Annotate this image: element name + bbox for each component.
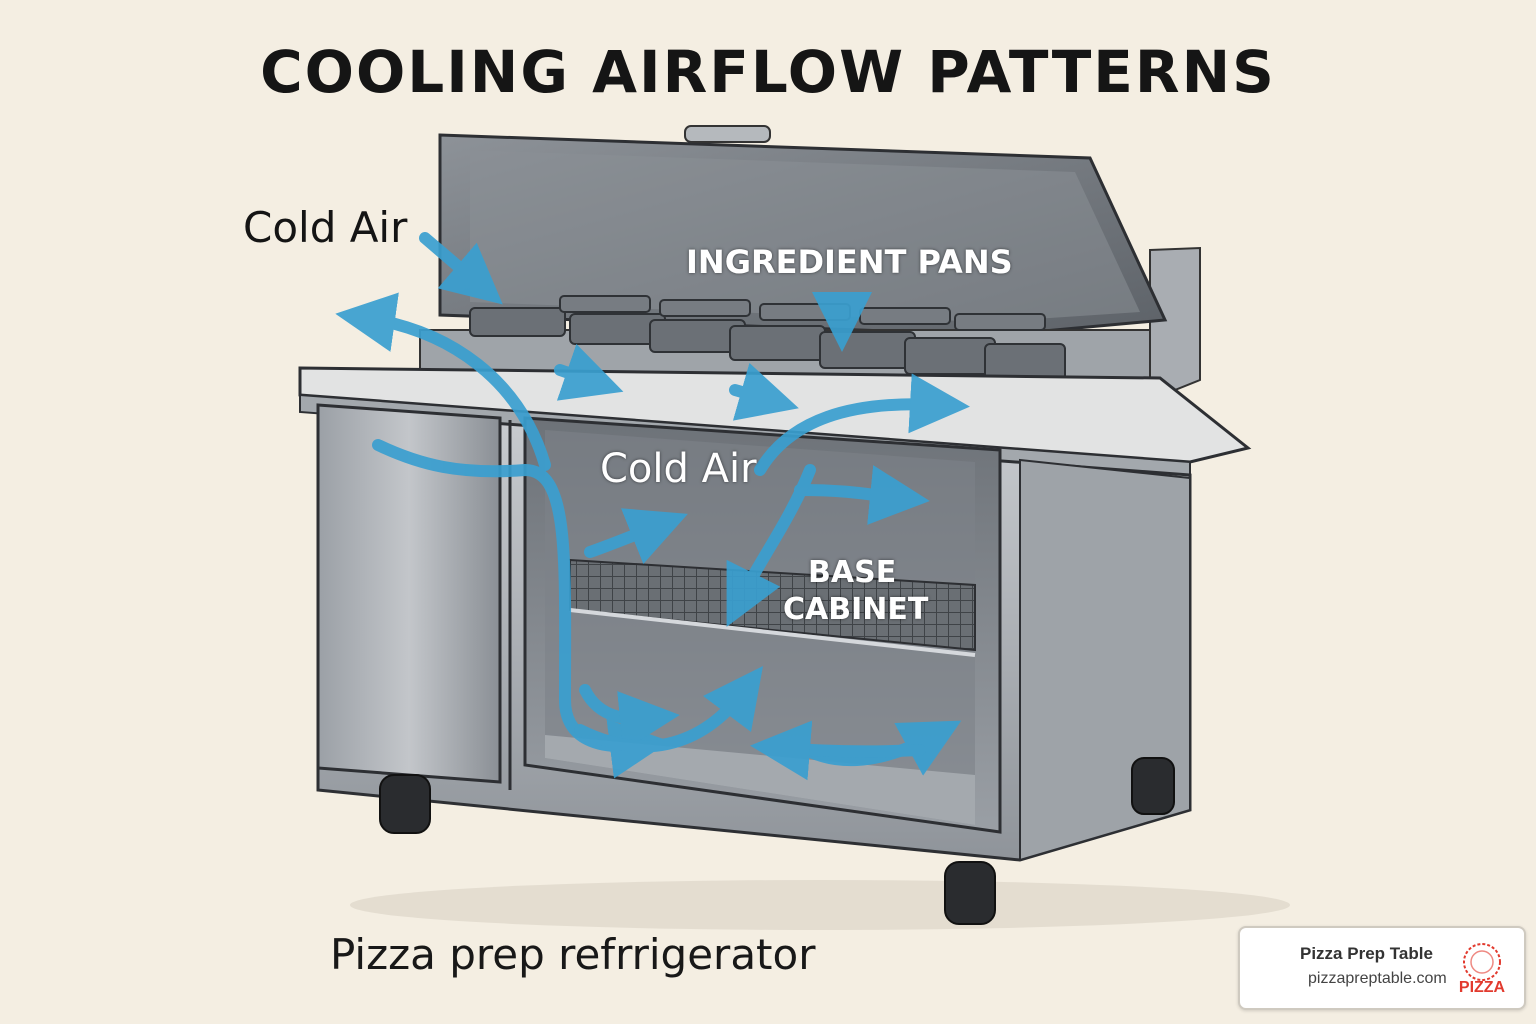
caster-wheels <box>379 757 1175 925</box>
airflow-arrows <box>335 232 970 781</box>
caption: Pizza prep refrrigerator <box>330 930 816 979</box>
brand-name: Pizza Prep Table <box>1300 944 1433 963</box>
floor-shadow <box>350 880 1290 930</box>
diagram-title: COOLING AIRFLOW PATTERNS <box>260 38 1276 106</box>
base-cabinet-label-line2: CABINET <box>783 592 929 627</box>
brand-badge[interactable]: Pizza Prep Table pizzapreptable.com PIZZ… <box>1238 926 1526 1010</box>
base-cabinet-label-line1: BASE <box>808 555 897 590</box>
logo-text: PIZZA <box>1459 979 1506 996</box>
brand-url[interactable]: pizzapreptable.com <box>1308 970 1447 987</box>
ingredient-pans-label: INGREDIENT PANS <box>686 243 1013 281</box>
cold-air-top-label: Cold Air <box>243 203 408 252</box>
lid-handle <box>684 125 771 143</box>
left-door <box>316 403 502 784</box>
cold-air-center-label: Cold Air <box>600 446 757 492</box>
pizza-logo-icon: PIZZA <box>1459 943 1506 996</box>
lid-inner <box>470 150 1140 322</box>
